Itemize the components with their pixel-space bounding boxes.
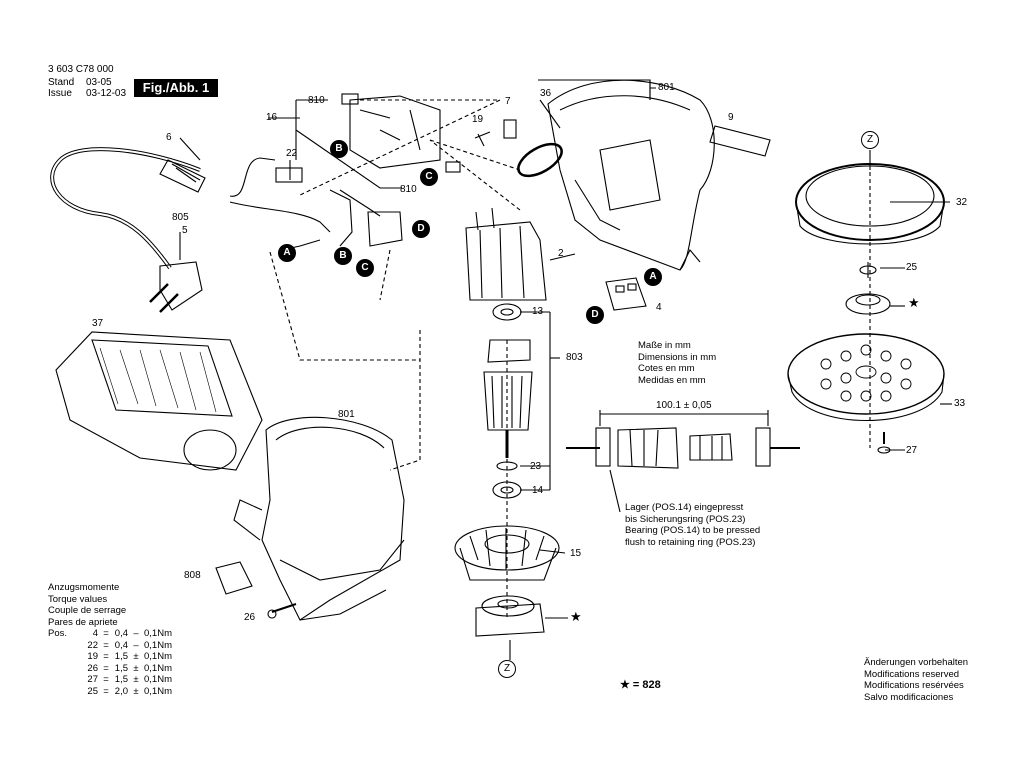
torque-row: 25=2,0±0,1Nm [87, 685, 172, 697]
star-marker-lower: ★ [570, 609, 582, 624]
connector-d-left: D [412, 220, 430, 238]
part-label-13: 13 [532, 306, 544, 317]
part-label-16: 16 [266, 112, 278, 123]
figure-label: Fig./Abb. 1 [134, 79, 218, 97]
part-label-15: 15 [570, 548, 582, 559]
torque-table: Anzugsmomente Torque values Couple de se… [48, 582, 198, 697]
part-label-33: 33 [954, 398, 966, 409]
part-label-14: 14 [532, 485, 544, 496]
part-label-810-bottom: 810 [400, 184, 417, 195]
dimension-value: 100.1 ± 0,05 [656, 400, 712, 411]
bearing-note: Lager (POS.14) eingepresst bis Sicherung… [625, 502, 761, 548]
connector-d-right: D [586, 306, 604, 324]
part-label-27: 27 [906, 445, 918, 456]
torque-row: 26=1,5±0,1Nm [87, 662, 172, 674]
star-marker-upper: ★ [908, 295, 920, 310]
part-label-803: 803 [566, 352, 583, 363]
torque-row: 22=0,4–0,1Nm [87, 639, 172, 651]
doc-number: 3 603 C78 000 [48, 64, 114, 75]
part-label-801-top: 801 [658, 82, 675, 93]
torque-row: 19=1,5±0,1Nm [87, 651, 172, 662]
part-label-36: 36 [540, 88, 552, 99]
stand-value: 03-05 [86, 77, 112, 88]
part-label-9: 9 [728, 112, 734, 123]
issue-value: 03-12-03 [86, 88, 127, 99]
part-label-25: 25 [906, 262, 918, 273]
part-label-2: 2 [558, 248, 564, 259]
part-label-7: 7 [505, 96, 511, 107]
connector-c-top: C [420, 168, 438, 186]
connector-b-left: B [334, 247, 352, 265]
part-label-6: 6 [166, 132, 172, 143]
part-label-23: 23 [530, 461, 542, 472]
part-label-26: 26 [244, 612, 256, 623]
part-label-801-bottom: 801 [338, 409, 355, 420]
part-label-32: 32 [956, 197, 968, 208]
connector-a-right: A [644, 268, 662, 286]
star-note: ★ = 828 [620, 679, 661, 691]
torque-row: Pos.4=0,4–0,1Nm [48, 628, 172, 639]
modifications-note: Änderungen vorbehalten Modifications res… [864, 657, 969, 703]
part-label-810-top: 810 [308, 95, 325, 106]
connector-a-left: A [278, 244, 296, 262]
part-label-19: 19 [472, 114, 484, 125]
part-label-37: 37 [92, 318, 104, 329]
issue-label: Issue [48, 88, 72, 99]
connector-c-left: C [356, 259, 374, 277]
connector-b-top: B [330, 140, 348, 158]
part-label-5: 5 [182, 225, 188, 236]
dimensions-note: Maße in mm Dimensions in mm Cotes en mm … [638, 340, 717, 386]
stand-label: Stand [48, 77, 75, 88]
part-label-805: 805 [172, 212, 189, 223]
torque-row: 27=1,5±0,1Nm [87, 674, 172, 685]
connector-z-top: Z [861, 131, 879, 149]
part-label-4: 4 [656, 302, 662, 313]
part-label-808: 808 [184, 570, 201, 581]
part-label-22: 22 [286, 148, 298, 159]
connector-z-bottom: Z [498, 660, 516, 678]
